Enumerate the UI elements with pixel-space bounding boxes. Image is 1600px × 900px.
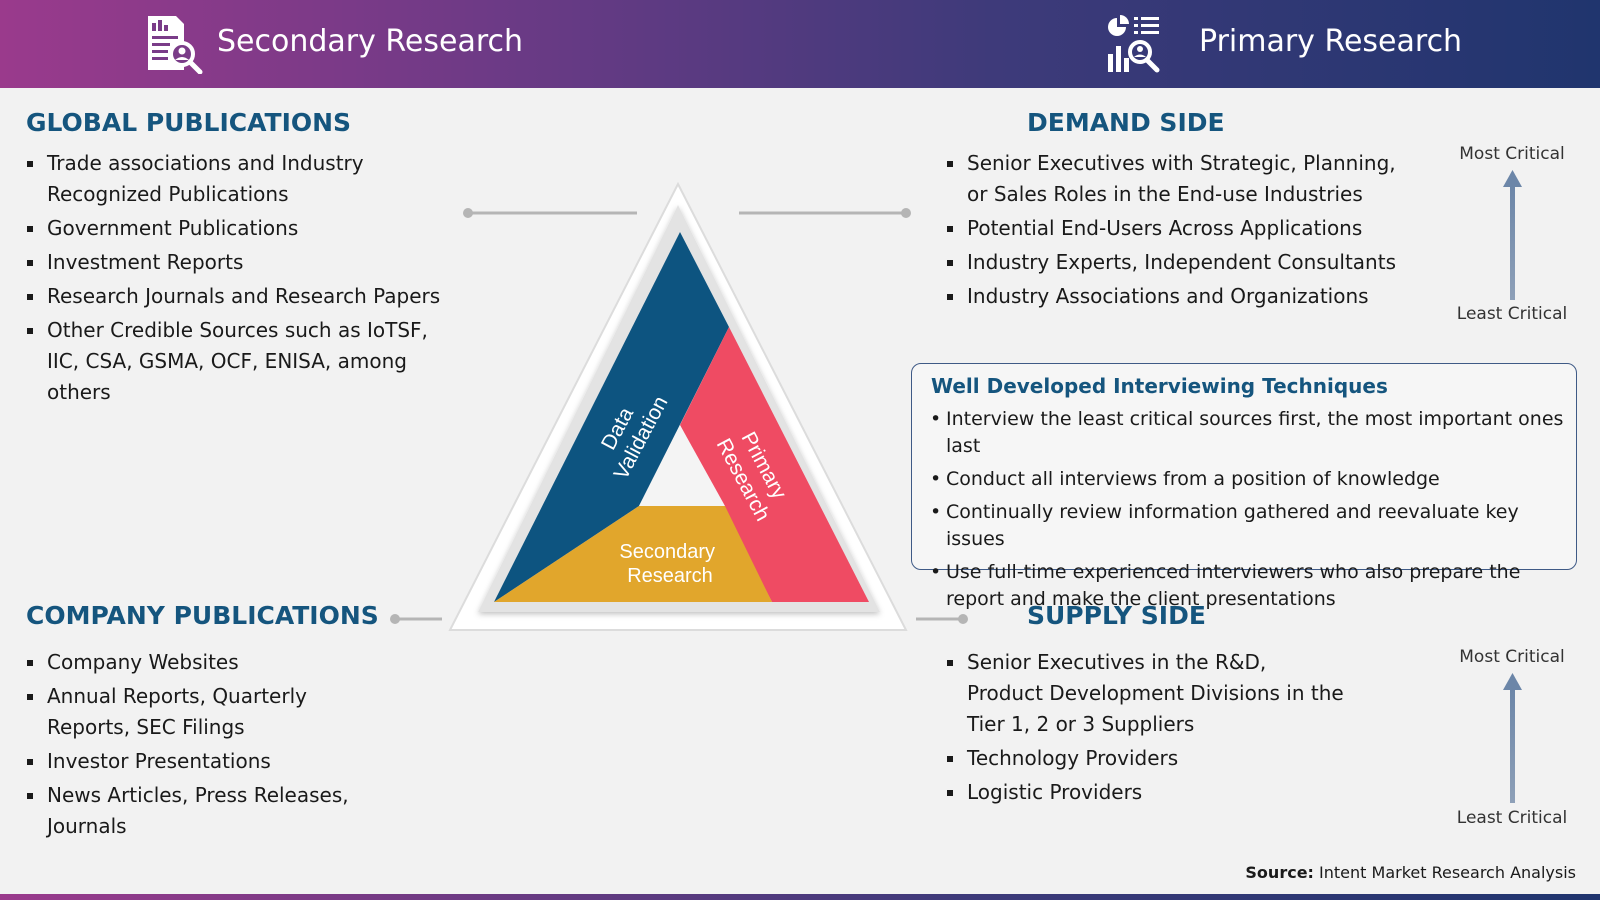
demand-most-critical-label: Most Critical bbox=[1459, 144, 1565, 164]
list-item: Senior Executives in the R&D, Product De… bbox=[946, 647, 1346, 740]
list-item: Trade associations and Industry Recogniz… bbox=[26, 148, 466, 210]
secondary-research-label: Secondary Research bbox=[619, 541, 720, 587]
demand-side-heading: DEMAND SIDE bbox=[1027, 108, 1225, 137]
list-item: Research Journals and Research Papers bbox=[26, 281, 466, 312]
list-item: Conduct all interviews from a position o… bbox=[930, 466, 1570, 493]
supply-side-list: Senior Executives in the R&D, Product De… bbox=[946, 647, 1346, 811]
list-item: Government Publications bbox=[26, 213, 466, 244]
secondary-research-segment bbox=[494, 506, 772, 602]
global-publications-heading: GLOBAL PUBLICATIONS bbox=[26, 108, 352, 137]
interviewing-techniques-box: Well Developed Interviewing Techniques I… bbox=[911, 363, 1577, 610]
list-item: Investor Presentations bbox=[26, 746, 356, 777]
supply-most-critical-label: Most Critical bbox=[1459, 647, 1565, 667]
list-item: Other Credible Sources such as IoTSF, II… bbox=[26, 315, 466, 408]
secondary-research-title: Secondary Research bbox=[217, 24, 524, 59]
demand-side-list: Senior Executives with Strategic, Planni… bbox=[946, 148, 1396, 315]
list-item: Use full-time experienced interviewers w… bbox=[930, 559, 1570, 613]
demand-criticality-arrow bbox=[1503, 170, 1522, 300]
data-validation-segment bbox=[494, 232, 729, 602]
analytics-search-icon bbox=[1108, 15, 1160, 73]
footer-bar bbox=[0, 894, 1600, 900]
supply-criticality-arrow bbox=[1503, 673, 1522, 803]
supply-side-heading: SUPPLY SIDE bbox=[1027, 601, 1206, 630]
list-item: Potential End-Users Across Applications bbox=[946, 213, 1396, 244]
company-publications-heading: COMPANY PUBLICATIONS bbox=[26, 601, 379, 630]
list-item: Industry Experts, Independent Consultant… bbox=[946, 247, 1396, 278]
report-search-icon bbox=[148, 16, 203, 74]
source-note: Source: Intent Market Research Analysis bbox=[1245, 863, 1576, 882]
list-item: Technology Providers bbox=[946, 743, 1346, 774]
list-item: Senior Executives with Strategic, Planni… bbox=[946, 148, 1396, 210]
global-publications-list: Trade associations and Industry Recogniz… bbox=[26, 148, 466, 411]
header-banner bbox=[0, 0, 1600, 88]
list-item: Company Websites bbox=[26, 647, 356, 678]
list-item: News Articles, Press Releases, Journals bbox=[26, 780, 356, 842]
company-publications-list: Company Websites Annual Reports, Quarter… bbox=[26, 647, 356, 845]
list-item: Industry Associations and Organizations bbox=[946, 281, 1396, 312]
primary-research-segment bbox=[680, 327, 869, 602]
connector-lines bbox=[390, 208, 968, 624]
list-item: Interview the least critical sources fir… bbox=[930, 406, 1570, 460]
triangle-center bbox=[639, 425, 725, 506]
list-item: Investment Reports bbox=[26, 247, 466, 278]
source-label: Source: bbox=[1245, 863, 1314, 882]
primary-research-title: Primary Research bbox=[1199, 24, 1463, 59]
interviewing-techniques-list: Interview the least critical sources fir… bbox=[930, 406, 1570, 619]
interviewing-techniques-title: Well Developed Interviewing Techniques bbox=[931, 374, 1388, 398]
supply-least-critical-label: Least Critical bbox=[1456, 808, 1568, 828]
list-item: Continually review information gathered … bbox=[930, 499, 1570, 553]
source-text: Intent Market Research Analysis bbox=[1319, 863, 1576, 882]
list-item: Annual Reports, Quarterly Reports, SEC F… bbox=[26, 681, 356, 743]
list-item: Logistic Providers bbox=[946, 777, 1346, 808]
demand-least-critical-label: Least Critical bbox=[1456, 304, 1568, 324]
